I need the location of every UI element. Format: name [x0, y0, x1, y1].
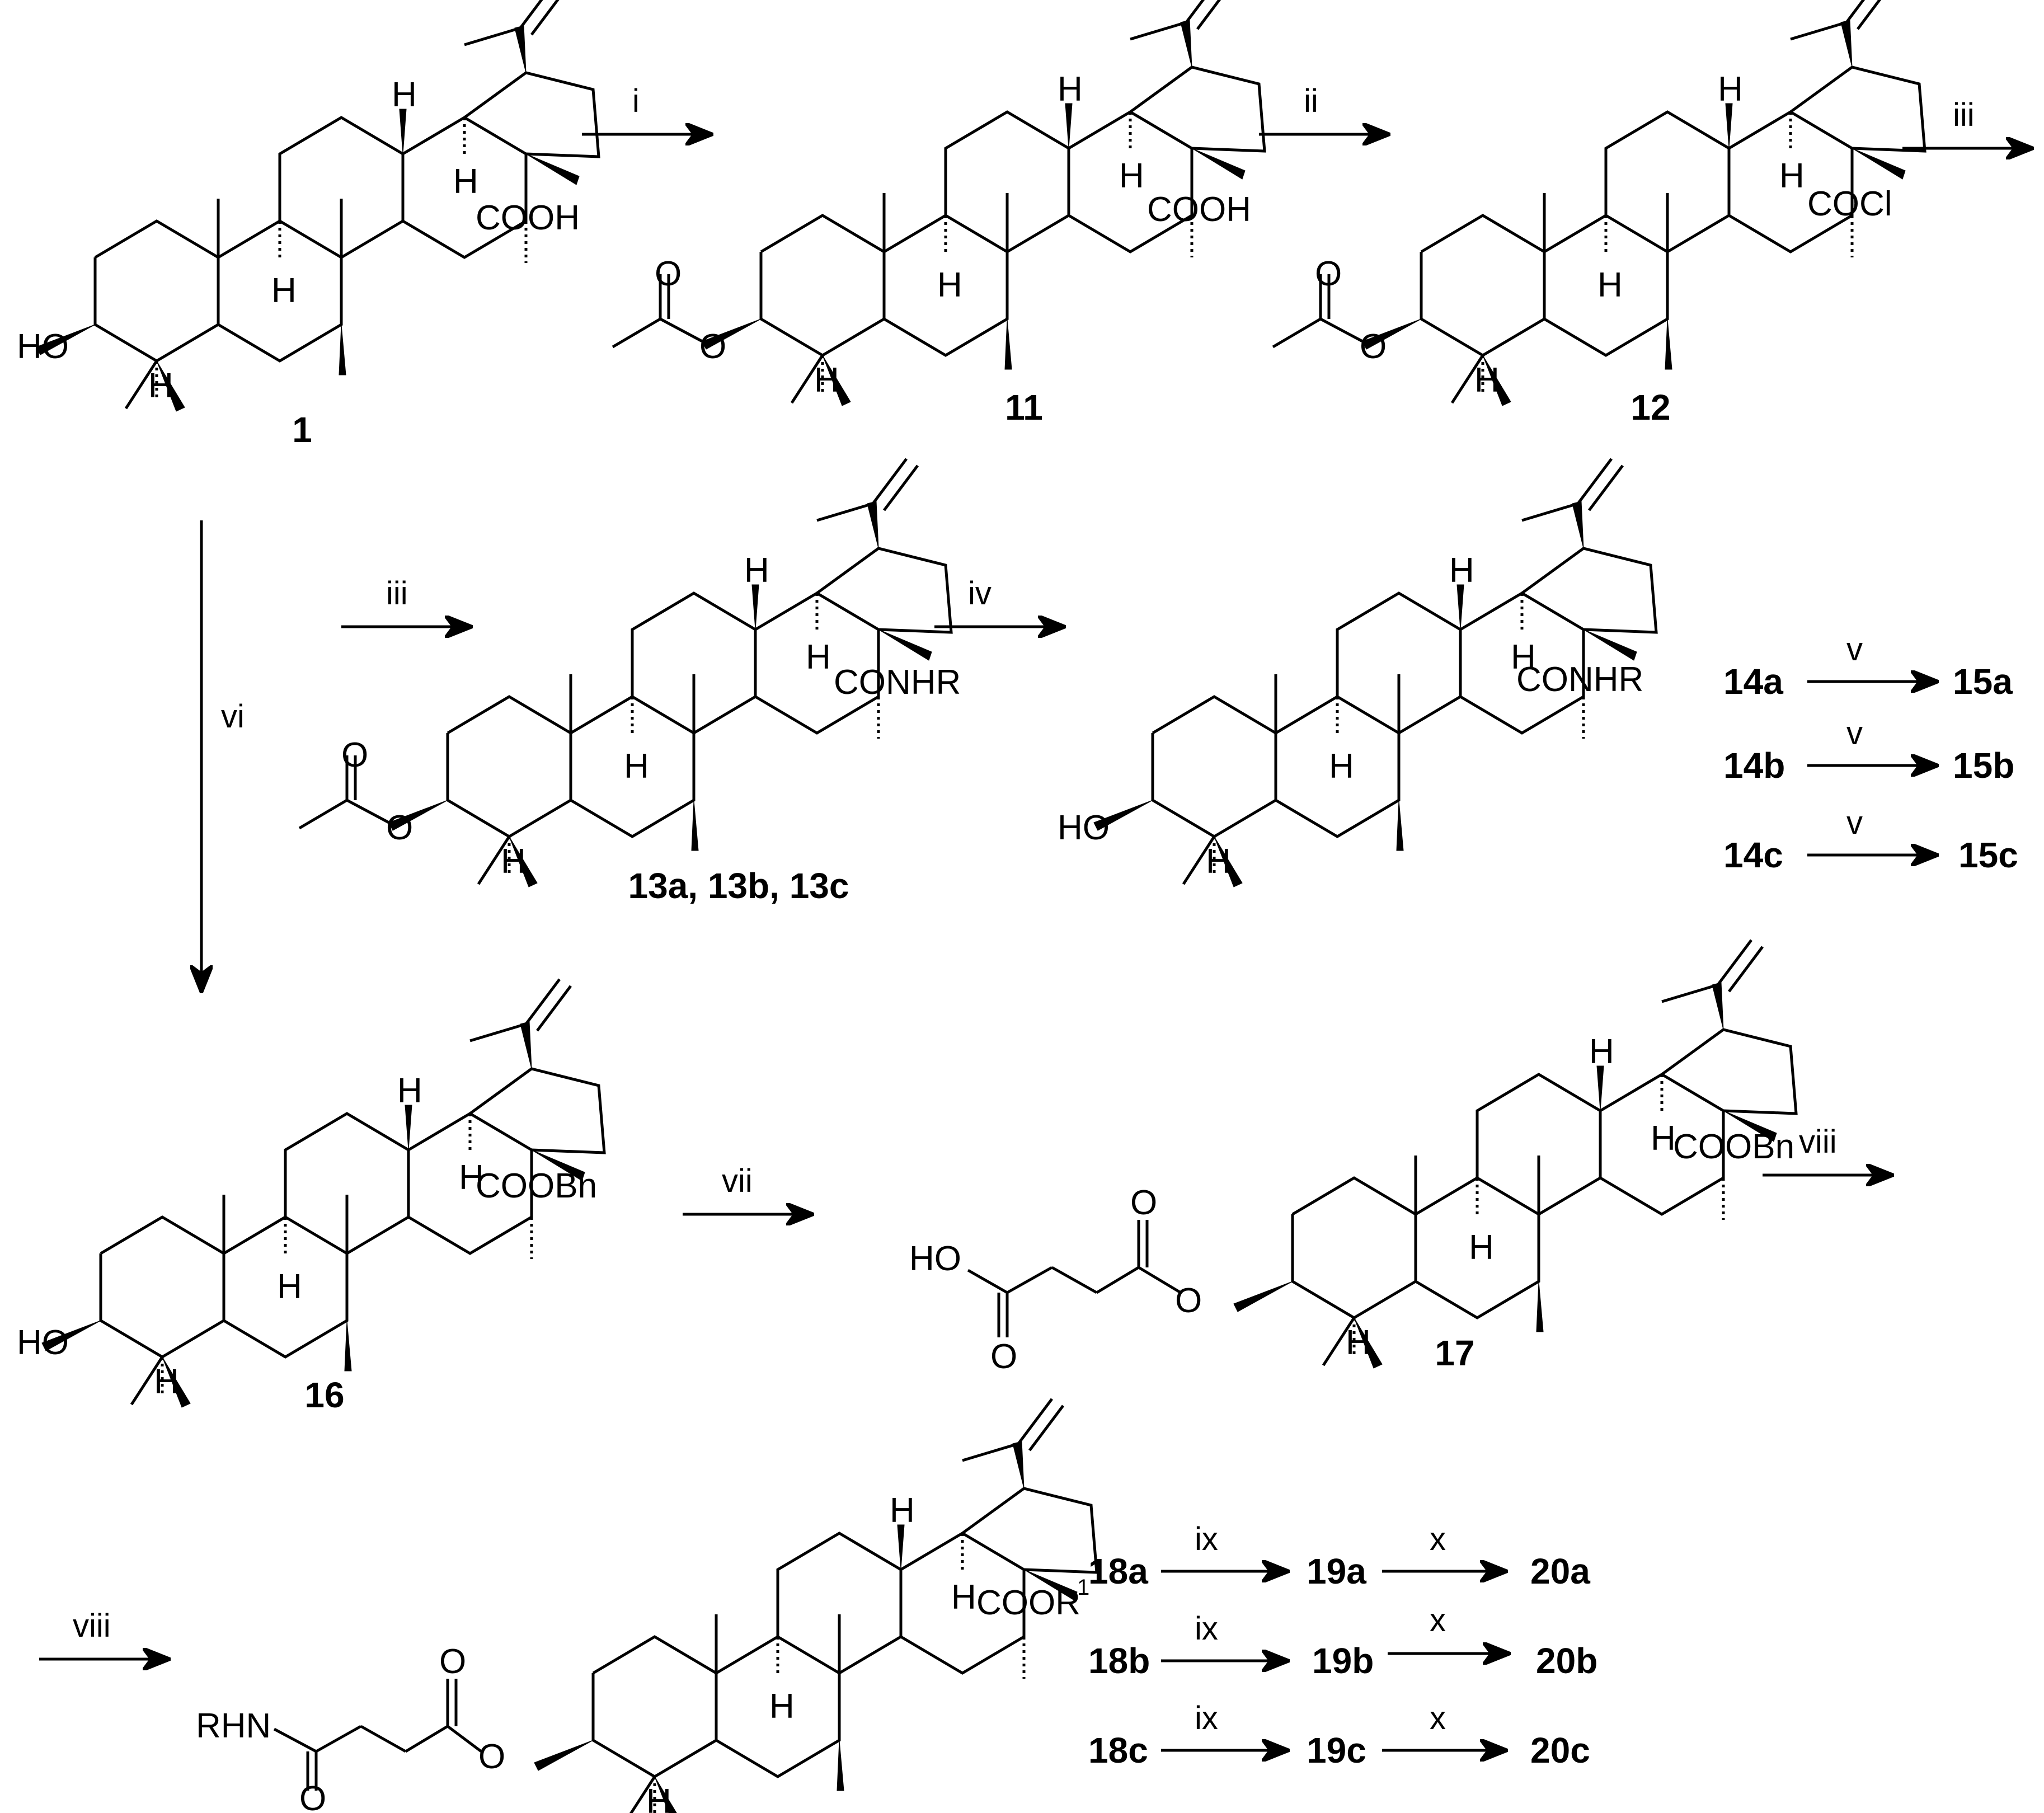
reagent-viii: viii: [73, 1608, 111, 1644]
series-14-row: 14b v 15b: [1723, 715, 2014, 786]
amide-group: CONHR: [834, 663, 961, 702]
acid-chloride-group: COCl: [1807, 185, 1892, 223]
compound-14c: 14c: [1723, 835, 1783, 875]
compound-15b: 15b: [1953, 745, 2014, 786]
compound-20a: 20a: [1530, 1551, 1590, 1591]
compound-1: HO COOH 1: [17, 0, 599, 450]
compound-18a: 18a: [1088, 1551, 1148, 1591]
compound-20b: 20b: [1536, 1641, 1597, 1681]
compound-1-label: 1: [292, 410, 312, 450]
carboxylic-acid-group: COOH: [1147, 190, 1251, 229]
reagent-v: v: [1846, 805, 1863, 841]
arrow-vii: vii: [683, 1163, 811, 1214]
arrow-vi: vi: [201, 520, 245, 990]
reagent-ix: ix: [1195, 1610, 1218, 1647]
series-14: 14a v 15a 14b v 15b 14c v 15c: [1723, 631, 2018, 875]
series-18-row: 18a ix 19a x 20a: [1088, 1521, 1590, 1591]
compound-17-label: 17: [1435, 1333, 1474, 1373]
compound-15c: 15c: [1958, 835, 2018, 875]
compound-19c: 19c: [1307, 1730, 1366, 1770]
acid-hydroxyl: HO: [909, 1239, 961, 1278]
ester-group: COOR: [976, 1584, 1080, 1622]
reagent-viii: viii: [1799, 1124, 1837, 1160]
arrow-viii: viii: [39, 1608, 168, 1659]
arrow-i: i: [582, 83, 711, 134]
reagent-iv: iv: [968, 575, 992, 612]
reagent-vii: vii: [722, 1163, 753, 1199]
reagent-v: v: [1846, 631, 1863, 668]
carboxylic-acid-group: COOH: [476, 199, 580, 237]
reagent-vi: vi: [221, 698, 245, 735]
compound-11: O O COOH 11: [613, 0, 1265, 428]
ester-oxygen: O: [1175, 1281, 1202, 1320]
reagent-ix: ix: [1195, 1700, 1218, 1736]
reagent-x: x: [1430, 1521, 1446, 1557]
amide-carbonyl-oxygen: O: [299, 1779, 326, 1813]
compound-19a: 19a: [1307, 1551, 1366, 1591]
arrow-iii: iii: [341, 575, 470, 627]
hydroxyl-group: HO: [1058, 809, 1110, 847]
r1-superscript: 1: [1077, 1575, 1089, 1600]
hydroxyl-group: HO: [17, 327, 69, 366]
amide-nh: RHN: [196, 1707, 271, 1745]
compound-15a: 15a: [1953, 661, 2013, 702]
reagent-iii: iii: [386, 575, 408, 612]
carbonyl-oxygen: O: [341, 736, 368, 774]
reagent-ii: ii: [1304, 83, 1318, 119]
ester-oxygen: O: [699, 327, 726, 366]
arrow-viii-top: viii: [1763, 1124, 1891, 1175]
compound-12: O O COCl 12: [1273, 0, 1925, 428]
carbonyl-oxygen: O: [1130, 1183, 1157, 1222]
compound-12-label: 12: [1630, 387, 1670, 428]
compound-19b: 19b: [1312, 1641, 1374, 1681]
benzyl-ester-group: COOBn: [1673, 1128, 1794, 1166]
compound-17: O O HO O COOBn 17: [909, 940, 1796, 1376]
carbonyl-oxygen: O: [655, 255, 682, 293]
carbonyl-oxygen: O: [439, 1642, 466, 1681]
arrow-iv: iv: [934, 575, 1063, 627]
reagent-i: i: [632, 83, 640, 119]
reagent-x: x: [1430, 1602, 1446, 1638]
ester-oxygen: O: [1360, 327, 1387, 366]
compound-11-label: 11: [1005, 387, 1043, 428]
ester-oxygen: O: [478, 1737, 505, 1776]
compound-14: HO CONHR: [1058, 459, 1656, 887]
compound-18: O O RHN O COOR 1: [196, 1399, 1097, 1813]
compound-18c: 18c: [1088, 1730, 1148, 1770]
reagent-x: x: [1430, 1700, 1446, 1736]
compound-14b: 14b: [1723, 745, 1785, 786]
series-18-row: 18b ix 19b x 20b: [1088, 1602, 1597, 1681]
acid-carbonyl-oxygen: O: [990, 1337, 1017, 1376]
compound-13-label: 13a, 13b, 13c: [628, 866, 849, 906]
compound-13: O O CONHR 13a, 13b, 13c: [299, 459, 961, 906]
compound-14a: 14a: [1723, 661, 1783, 702]
series-14-row: 14c v 15c: [1723, 805, 2018, 875]
ester-oxygen: O: [386, 809, 413, 847]
amide-group: CONHR: [1516, 660, 1643, 699]
arrow-iii-top: iii: [1902, 97, 2031, 148]
compound-18b: 18b: [1088, 1641, 1150, 1681]
series-18: 18a ix 19a x 20a 18b ix 19b x 20b 18c ix…: [1088, 1521, 1597, 1770]
benzyl-ester-group: COOBn: [476, 1167, 597, 1205]
carbonyl-oxygen: O: [1315, 255, 1342, 293]
reagent-ix: ix: [1195, 1521, 1218, 1557]
reagent-v: v: [1846, 715, 1863, 751]
compound-20c: 20c: [1530, 1730, 1590, 1770]
reagent-iii: iii: [1953, 97, 1975, 133]
series-18-row: 18c ix 19c x 20c: [1088, 1700, 1590, 1770]
compound-16: HO COOBn 16: [17, 979, 604, 1415]
hydroxyl-group: HO: [17, 1323, 69, 1362]
compound-16-label: 16: [304, 1375, 344, 1415]
arrow-ii: ii: [1259, 83, 1388, 134]
series-14-row: 14a v 15a: [1723, 631, 2013, 702]
